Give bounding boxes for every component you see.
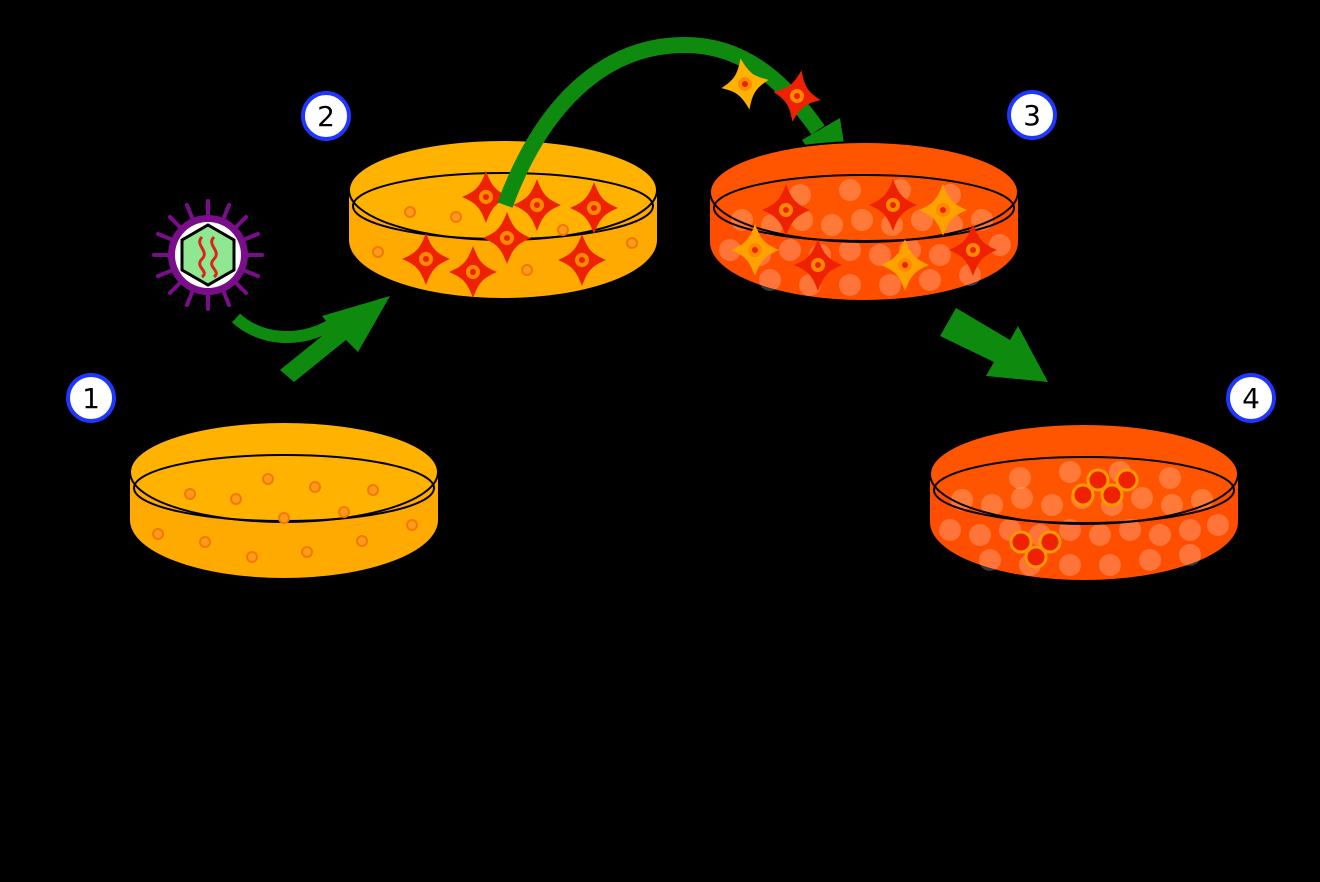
- step-badge-2: 2: [301, 91, 351, 141]
- step-number-4: 4: [1242, 382, 1260, 415]
- healthy-cells: [372, 206, 638, 276]
- petri-dish-1: [129, 421, 439, 578]
- arrow-icon: [231, 296, 390, 382]
- petri-dish-3: [709, 141, 1019, 300]
- infected-cells: [402, 171, 618, 298]
- virus-icon: [152, 199, 264, 311]
- infected-cell-icon: [768, 66, 826, 126]
- petri-dish-2: [348, 139, 658, 298]
- step-number-3: 3: [1023, 99, 1041, 132]
- step-badge-4: 4: [1226, 373, 1276, 423]
- healthy-cells: [152, 473, 418, 563]
- arrow-icon: [940, 308, 1048, 382]
- petri-dish-4: [929, 423, 1239, 580]
- step-badge-3: 3: [1007, 90, 1057, 140]
- infected-cells: [731, 179, 997, 291]
- rounded-infected-cell-cluster: [1071, 468, 1139, 507]
- step-number-2: 2: [317, 100, 335, 133]
- step-badge-1: 1: [66, 373, 116, 423]
- infected-cell-icon: [716, 54, 774, 114]
- step-number-1: 1: [82, 382, 100, 415]
- rounded-infected-cell-cluster: [1009, 530, 1062, 569]
